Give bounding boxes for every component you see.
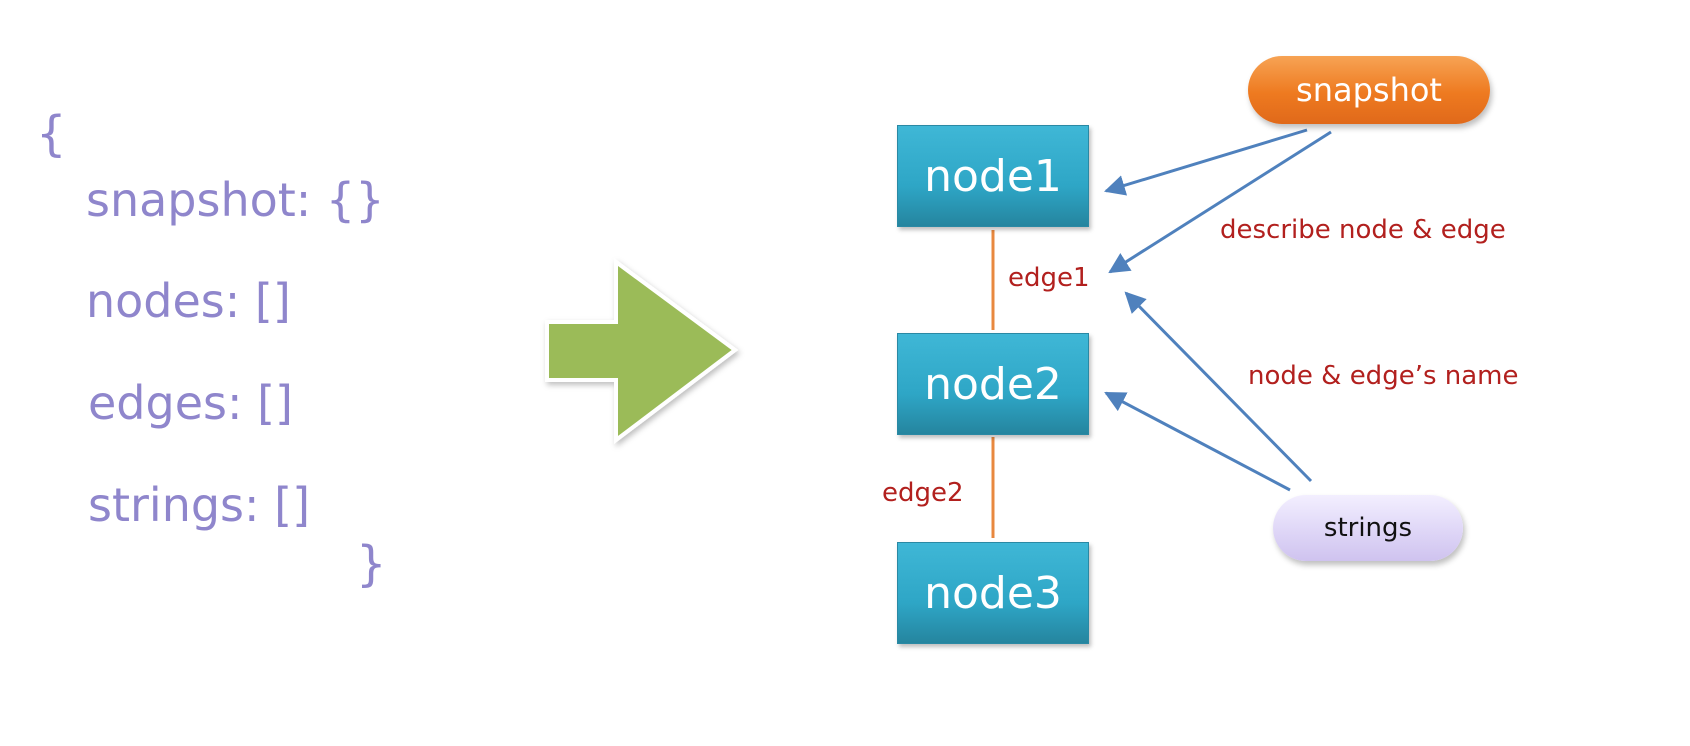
snapshot-annotation: describe node & edge xyxy=(1220,215,1506,245)
edge2-label: edge2 xyxy=(882,478,964,508)
strings-to-node2-arrow xyxy=(1104,391,1291,492)
snapshot-pill: snapshot xyxy=(1248,56,1490,124)
open-brace: { xyxy=(36,106,67,162)
edge1-label: edge1 xyxy=(1008,263,1090,293)
code-line-snapshot: snapshot: {} xyxy=(86,173,385,227)
strings-annotation: node & edge’s name xyxy=(1248,361,1519,391)
snapshot-to-node1-arrow xyxy=(1103,128,1308,196)
snapshot-to-edge1-arrow xyxy=(1108,130,1332,274)
code-line-strings: strings: [] xyxy=(88,478,311,532)
node1-box: node1 xyxy=(897,125,1089,227)
node2-box: node2 xyxy=(897,333,1089,435)
code-line-nodes: nodes: [] xyxy=(86,274,291,328)
node3-box: node3 xyxy=(897,542,1089,644)
code-line-edges: edges: [] xyxy=(88,376,293,430)
close-brace: } xyxy=(356,536,387,592)
transform-arrow xyxy=(545,258,739,445)
strings-pill: strings xyxy=(1273,495,1463,561)
strings-to-edge1-arrow xyxy=(1124,291,1313,483)
